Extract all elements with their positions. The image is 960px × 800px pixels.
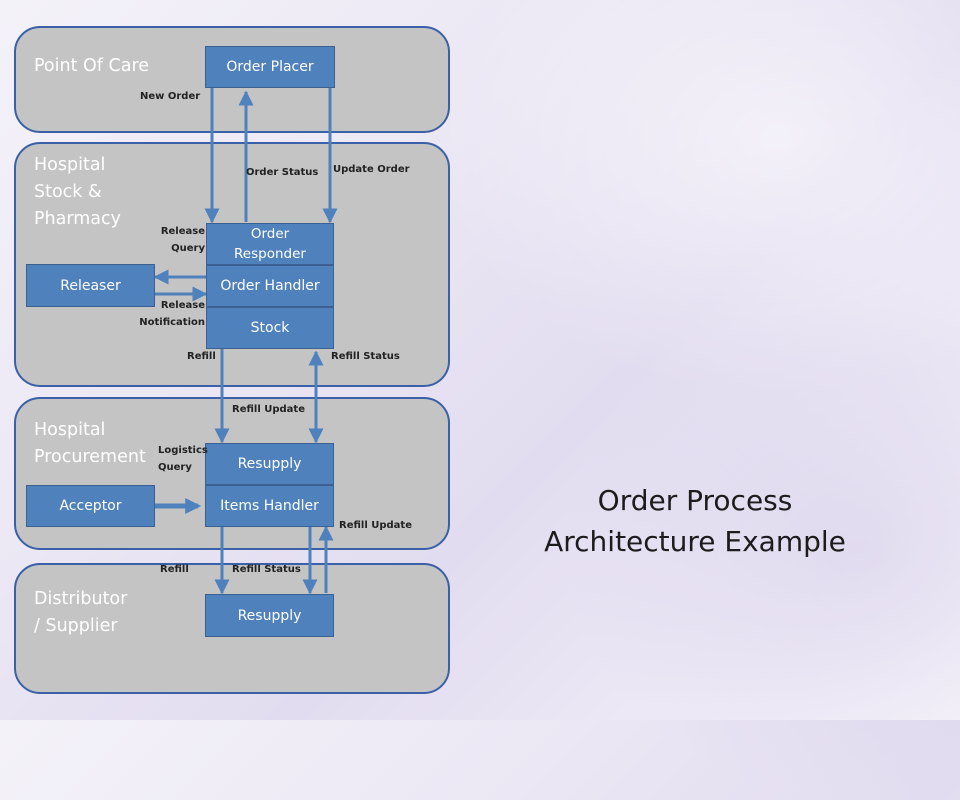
label-new-order: New Order [140, 91, 201, 102]
panel-point-of-care: Point Of Care [14, 26, 450, 133]
label-refill-1: Refill [187, 351, 216, 362]
label-refill-update-1: Refill Update [232, 404, 305, 415]
releaser-box: Releaser [26, 264, 155, 307]
panel-label-point-of-care: Point Of Care [34, 56, 150, 76]
stock-box: Stock [206, 307, 334, 349]
label-release-notification: Release Notification [139, 300, 205, 328]
label-update-order: Update Order [333, 164, 410, 175]
label-order-status: Order Status [246, 167, 319, 178]
connector-arrows [153, 88, 338, 595]
label-refill-status-2: Refill Status [232, 564, 301, 575]
panel-label-procurement: Hospital Procurement [34, 420, 146, 467]
panel-label-hospital-stock: Hospital Stock & Pharmacy [34, 155, 122, 229]
label-refill-2: Refill [160, 564, 189, 575]
label-release-query: Release Query [160, 226, 205, 254]
slide-title: Order Process Architecture Example [544, 484, 846, 558]
acceptor-box: Acceptor [26, 485, 155, 527]
label-refill-update-2: Refill Update [339, 520, 412, 531]
resupply-distributor-box: Resupply [205, 594, 334, 637]
label-logistics-query: Logistics Query [158, 445, 208, 473]
order-responder-box: Order Responder [206, 223, 334, 265]
label-refill-status-1: Refill Status [331, 351, 400, 362]
items-handler-box: Items Handler [205, 485, 334, 527]
order-handler-box: Order Handler [206, 265, 334, 307]
resupply-procurement-box: Resupply [205, 443, 334, 485]
panel-label-distributor: Distributor / Supplier [34, 589, 128, 636]
order-placer-box: Order Placer [205, 46, 335, 88]
